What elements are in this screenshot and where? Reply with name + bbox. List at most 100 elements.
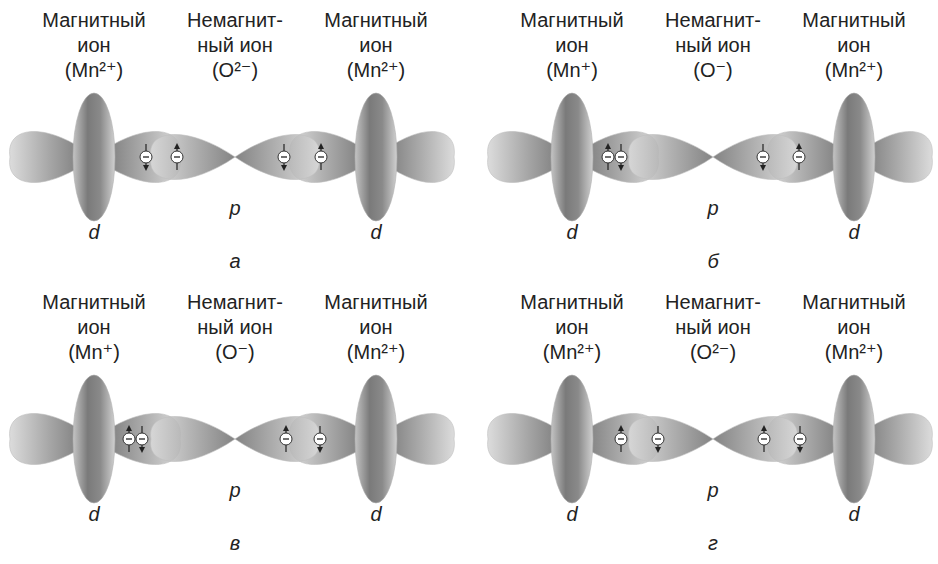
electron-minus [143, 156, 149, 157]
electron-spin [652, 426, 664, 453]
spin-arrow-head [143, 165, 149, 171]
electron-circle [757, 151, 769, 163]
ion-name: Магнитный ион [789, 290, 919, 340]
d-orbital-ring [355, 93, 397, 221]
ion-formula: (Mn²⁺) [789, 340, 919, 365]
electron-circle [314, 433, 326, 445]
electron-spin [793, 143, 805, 170]
d-orbital-ring [551, 93, 593, 221]
electron-minus [618, 156, 624, 157]
ion-name: Магнитный ион [311, 290, 441, 340]
orbital-label: d [356, 220, 396, 245]
electron-circle [136, 433, 148, 445]
spin-arrow-head [796, 143, 802, 149]
d-orbital-ring [833, 93, 875, 221]
electron-minus [760, 156, 766, 157]
ion-name: Магнитный ион [29, 290, 159, 340]
d-orbital-ring [73, 93, 115, 221]
electron-circle [123, 433, 135, 445]
orbital-panel [10, 375, 455, 503]
electron-minus [318, 156, 324, 157]
p-orbital-lobe [235, 134, 319, 179]
spin-arrow-head [318, 143, 324, 149]
electron-circle [794, 433, 806, 445]
spin-arrow-head [174, 143, 180, 149]
orbital-label: p [693, 478, 733, 503]
electron-minus [281, 156, 287, 157]
electron-circle [171, 151, 183, 163]
p-orbital-lobe [151, 134, 235, 179]
orbital-panel [10, 93, 455, 221]
ion-formula: (O²⁻) [653, 340, 773, 365]
orbital-label: p [693, 196, 733, 221]
ion-formula: (Mn⁺) [507, 58, 637, 83]
spin-arrow-head [760, 165, 766, 171]
p-orbital-lobe [629, 416, 713, 461]
d-orbital-ring [73, 375, 115, 503]
electron-spin [140, 144, 152, 171]
ion-formula: (O²⁻) [175, 58, 295, 83]
electron-spin [794, 426, 806, 453]
spin-arrow-head [797, 447, 803, 453]
ion-formula: (Mn²⁺) [311, 58, 441, 83]
panel-letter: г [693, 531, 733, 556]
orbital-panel [488, 375, 933, 503]
ion-formula: (Mn²⁺) [29, 58, 159, 83]
orbital-label: d [74, 502, 114, 527]
spin-arrow-head [126, 425, 132, 431]
ion-formula: (Mn²⁺) [507, 340, 637, 365]
orbital-label: d [552, 502, 592, 527]
electron-spin [758, 425, 770, 452]
electron-minus [317, 438, 323, 439]
panel-letter: в [215, 531, 255, 556]
ion-name: Немагнит- ный ион [175, 8, 295, 58]
spin-arrow-head [317, 447, 323, 453]
d-orbital-ring [551, 375, 593, 503]
ion-name: Магнитный ион [507, 8, 637, 58]
electron-minus [796, 156, 802, 157]
p-orbital-lobe [151, 416, 235, 461]
electron-spin [171, 143, 183, 170]
electron-spin [615, 425, 627, 452]
orbital-panel [488, 93, 933, 221]
electron-minus [283, 438, 289, 439]
orbital-label: p [215, 196, 255, 221]
ion-formula: (Mn⁺) [29, 340, 159, 365]
spin-arrow-head [618, 165, 624, 171]
orbital-label: d [834, 502, 874, 527]
ion-name: Магнитный ион [507, 290, 637, 340]
electron-circle [280, 433, 292, 445]
electron-minus [139, 438, 145, 439]
electron-spin [602, 143, 614, 170]
ion-name: Немагнит- ный ион [653, 8, 773, 58]
ion-name: Немагнит- ный ион [653, 290, 773, 340]
ion-name: Магнитный ион [29, 8, 159, 58]
orbital-label: d [356, 502, 396, 527]
electron-minus [618, 438, 624, 439]
electron-circle [615, 151, 627, 163]
spin-arrow-head [283, 425, 289, 431]
p-orbital-lobe [629, 134, 713, 179]
electron-minus [761, 438, 767, 439]
electron-circle [758, 433, 770, 445]
orbital-label: d [74, 220, 114, 245]
d-orbital-ring [833, 375, 875, 503]
electron-spin [123, 425, 135, 452]
spin-arrow-head [281, 165, 287, 171]
electron-minus [126, 438, 132, 439]
p-orbital-lobe [235, 416, 319, 461]
panel-letter: б [693, 249, 733, 274]
panel-letter: а [215, 249, 255, 274]
orbital-label: d [552, 220, 592, 245]
electron-spin [315, 143, 327, 170]
ion-formula: (Mn²⁺) [311, 340, 441, 365]
electron-spin [615, 144, 627, 171]
ion-name: Немагнит- ный ион [175, 290, 295, 340]
electron-spin [278, 144, 290, 171]
orbital-label: p [215, 478, 255, 503]
electron-circle [652, 433, 664, 445]
electron-minus [605, 156, 611, 157]
electron-minus [797, 438, 803, 439]
